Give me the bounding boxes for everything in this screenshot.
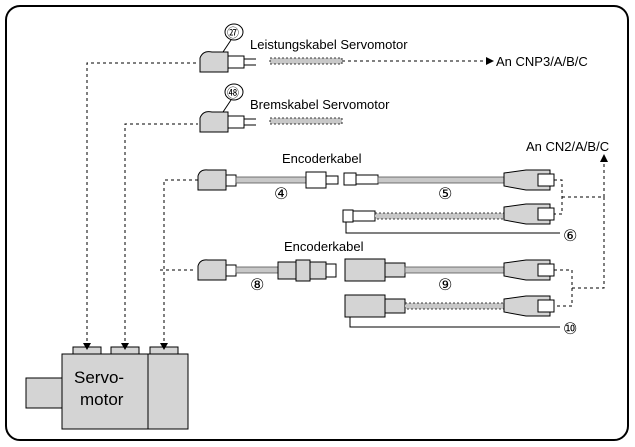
encoder-cable-b: Encoderkabel ⑧ ⑨ ⑩	[197, 197, 605, 338]
encoder-a-num-mid: ⑤	[438, 184, 452, 203]
power-cable-label: Leistungskabel Servomotor	[250, 37, 408, 52]
encoder-b-num-mid: ⑨	[438, 275, 452, 294]
encoder-b-num-lower: ⑩	[563, 319, 577, 338]
motor-label-line1: Servo-	[74, 368, 124, 387]
encoder-b-num-left: ⑧	[250, 275, 264, 294]
encoder-a-label: Encoderkabel	[282, 151, 362, 166]
motor-label-line2: motor	[80, 390, 124, 409]
route-encoder-a	[163, 179, 198, 347]
power-cable-number: ㉗	[227, 26, 239, 40]
brake-cable: ㊽ Bremskabel Servomotor	[199, 83, 390, 133]
encoder-a-destination: An CN2/A/B/C	[526, 139, 609, 154]
power-destination: An CNP3/A/B/C	[496, 54, 588, 69]
encoder-cable-a: Encoderkabel ④ ⑤ ⑥ An CN2/A/B/C	[197, 139, 609, 245]
encoder-a-num-lower: ⑥	[563, 226, 577, 245]
brake-cable-label: Bremskabel Servomotor	[250, 97, 390, 112]
encoder-b-label: Encoderkabel	[284, 239, 364, 254]
brake-cable-number: ㊽	[227, 86, 239, 100]
encoder-a-num-left: ④	[274, 184, 288, 203]
power-cable: ㉗ Leistungskabel Servomotor An CNP3/A/B/…	[199, 23, 588, 73]
servo-motor: Servo- motor	[25, 346, 189, 430]
diagram-border	[5, 5, 629, 441]
route-power	[86, 62, 198, 347]
route-brake	[124, 123, 198, 347]
